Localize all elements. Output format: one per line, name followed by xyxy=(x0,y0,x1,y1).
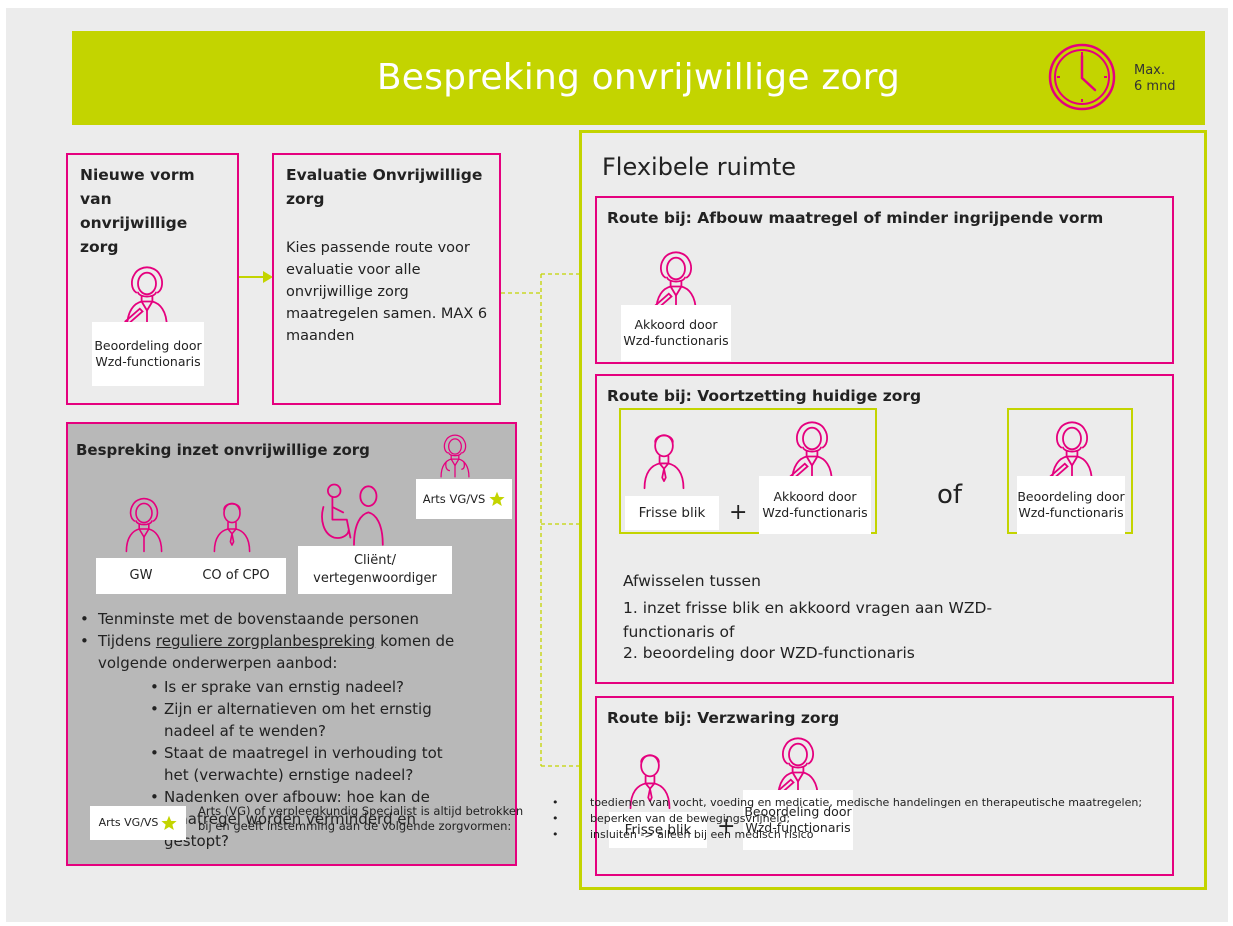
alternate-item-2: 2. beoordeling door WZD-functionaris xyxy=(623,644,915,662)
new-form-title: Nieuwe vorm van onvrijwillige zorg xyxy=(80,166,195,256)
alternate-title: Afwisselen tussen xyxy=(623,572,761,590)
new-form-label: Beoordeling door Wzd-functionaris xyxy=(92,322,204,386)
plus-sign: + xyxy=(729,500,748,525)
label-fresh-look: Frisse blik xyxy=(609,812,707,848)
man-icon xyxy=(637,428,691,490)
person-label-client: Cliënt/ vertegenwoordiger xyxy=(298,546,452,594)
evaluation-body: Kies passende route voor evaluatie voor … xyxy=(286,240,488,344)
woman-wzd-functionaris-icon xyxy=(785,420,839,484)
footer-note: Arts (VG) of verpleegkundig Specialist i… xyxy=(198,804,524,833)
zorgplan-link: reguliere zorgplanbespreking xyxy=(155,632,376,650)
star-icon xyxy=(161,815,178,831)
page-background: Bespreking onvrijwillige zorg Max. 6 mnd… xyxy=(6,8,1228,922)
route-afbouw-label: Akkoord door Wzd-functionaris xyxy=(621,305,731,361)
footer-list: •toedienen van vocht, voeding en medicat… xyxy=(552,796,1143,841)
woman-wzd-functionaris-icon xyxy=(120,265,174,329)
sub-bullet-item: Nadenken over afbouw: hoe kan de maatreg… xyxy=(146,786,466,852)
footer-item: beperken van de bewegingsvrijheid; xyxy=(590,812,791,825)
person-label-gw: GW xyxy=(96,558,186,594)
meeting-bullets: Tenminste met de bovenstaande personen T… xyxy=(76,608,506,674)
woman-wzd-functionaris-icon xyxy=(1045,420,1099,484)
meeting-title: Bespreking inzet onvrijwillige zorg xyxy=(76,441,370,459)
sub-bullet-item: Is er sprake van ernstig nadeel? xyxy=(146,676,466,698)
option-assess-box: Beoordeling door Wzd-functionaris xyxy=(1007,408,1133,534)
doctor-icon xyxy=(436,432,474,480)
person-label-co: CO of CPO xyxy=(186,558,286,594)
plus-sign: + xyxy=(717,814,736,839)
page-title: Bespreking onvrijwillige zorg xyxy=(376,57,901,98)
clock-icon xyxy=(1048,43,1116,111)
bullet-item: Tenminste met de bovenstaande personen xyxy=(76,608,506,630)
sub-bullet-item: Staat de maatregel in verhouding tot het… xyxy=(146,742,466,786)
meeting-box: Bespreking inzet onvrijwillige zorg Arts… xyxy=(66,422,517,866)
route-verzwaring-box: Route bij: Verzwaring zorg Frisse blik +… xyxy=(595,696,1174,876)
route-voortzetting-box: Route bij: Voortzetting huidige zorg Fri… xyxy=(595,374,1174,684)
flexible-space-box: Flexibele ruimte Route bij: Afbouw maatr… xyxy=(579,130,1207,890)
option-fresh-agree-box: Frisse blik + Akkoord door Wzd-functiona… xyxy=(619,408,877,534)
meeting-sub-bullets: Is er sprake van ernstig nadeel? Zijn er… xyxy=(146,676,466,852)
bullet-item: Tijdens reguliere zorgplanbespreking kom… xyxy=(76,630,506,674)
evaluation-box: Evaluatie Onvrijwillige zorg Kies passen… xyxy=(272,153,501,405)
label-assess-wzd: Beoordeling door Wzd-functionaris xyxy=(743,790,853,850)
or-label: of xyxy=(937,480,963,510)
max-duration: Max. 6 mnd xyxy=(1134,63,1176,94)
doctor-badge: Arts VG/VS xyxy=(416,479,512,519)
footer-item: toedienen van vocht, voeding en medicati… xyxy=(590,796,1143,809)
sub-bullet-item: Zijn er alternatieven om het ernstig nad… xyxy=(146,698,466,742)
header-banner: Bespreking onvrijwillige zorg Max. 6 mnd xyxy=(72,31,1205,125)
client-wheelchair-icon xyxy=(321,483,384,546)
man-icon xyxy=(208,496,256,554)
label-fresh-look: Frisse blik xyxy=(625,496,719,530)
evaluation-title: Evaluatie Onvrijwillige zorg xyxy=(286,166,483,208)
alternate-item-1: 1. inzet frisse blik en akkoord vragen a… xyxy=(623,599,993,641)
footer-item: insluiten -> alleen bij een medisch risi… xyxy=(590,828,814,841)
new-form-box: Nieuwe vorm van onvrijwillige zorg Beoor… xyxy=(66,153,239,405)
flexible-space-title: Flexibele ruimte xyxy=(602,153,797,181)
star-icon xyxy=(489,491,505,507)
route-afbouw-title: Route bij: Afbouw maatregel of minder in… xyxy=(607,209,1104,227)
route-voortzetting-title: Route bij: Voortzetting huidige zorg xyxy=(607,387,922,405)
label-agree-wzd: Akkoord door Wzd-functionaris xyxy=(759,476,871,534)
route-afbouw-box: Route bij: Afbouw maatregel of minder in… xyxy=(595,196,1174,364)
label-assess-wzd: Beoordeling door Wzd-functionaris xyxy=(1017,476,1125,534)
footer-doctor-badge: Arts VG/VS xyxy=(90,806,186,840)
woman-icon xyxy=(120,496,168,554)
arrow-right-icon xyxy=(239,271,273,283)
route-verzwaring-title: Route bij: Verzwaring zorg xyxy=(607,709,840,727)
